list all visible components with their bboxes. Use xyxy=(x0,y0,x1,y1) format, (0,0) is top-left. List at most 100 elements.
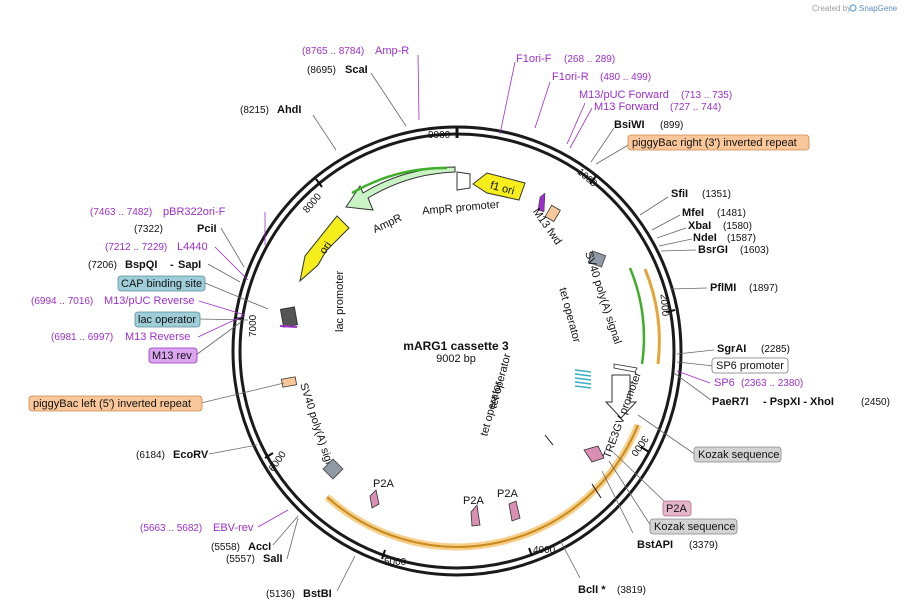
m13-rev-marker[interactable] xyxy=(279,325,298,328)
p2a-middle2-marker[interactable] xyxy=(508,500,521,522)
site-ahdi-pos: (8215) xyxy=(240,105,269,116)
p2a-left-marker[interactable] xyxy=(369,489,380,509)
site-ecorv[interactable]: EcoRV xyxy=(173,449,209,461)
site-sapi[interactable]: SapI xyxy=(178,259,201,271)
primer-pbr322-range: (7463 .. 7482) xyxy=(90,207,152,218)
site-mfei[interactable]: MfeI xyxy=(682,207,704,219)
primer-m13-fwd-range: (727 .. 744) xyxy=(670,102,721,113)
map-title: mARG1 cassette 3 xyxy=(403,339,509,353)
site-sfii-pos: (1351) xyxy=(702,189,731,200)
site-ecorv-pos: (6184) xyxy=(136,450,165,461)
site-sali[interactable]: SalI xyxy=(263,553,283,565)
ori-arrow[interactable] xyxy=(299,215,350,283)
primer-m13puc-fwd-label[interactable]: M13/pUC Forward xyxy=(579,89,669,101)
site-bstbi[interactable]: BstBI xyxy=(303,588,332,600)
site-sgrai-pos: (2285) xyxy=(761,344,790,355)
lac-operator-box[interactable]: lac operator xyxy=(134,311,201,328)
site-pspxi-xhoi[interactable]: - PspXI - XhoI xyxy=(763,396,834,408)
primer-m13puc-rev-label[interactable]: M13/pUC Reverse xyxy=(104,295,194,307)
site-sfii[interactable]: SfiI xyxy=(671,188,688,200)
sv40-left-marker[interactable] xyxy=(322,458,344,480)
site-bcli[interactable]: BclI * xyxy=(578,584,606,596)
snapgene-logo-icon xyxy=(849,4,857,12)
p2a-box[interactable]: P2A xyxy=(662,500,692,517)
map-length: 9002 bp xyxy=(436,353,476,365)
inner-line-1 xyxy=(544,434,554,446)
ampr-promoter-label: AmpR promoter xyxy=(422,199,501,218)
site-scai[interactable]: ScaI xyxy=(345,64,368,76)
piggybac-left-marker[interactable] xyxy=(280,376,298,388)
piggybac-left-box[interactable]: piggyBac left (5') inverted repeat xyxy=(28,395,203,412)
site-ndei[interactable]: NdeI xyxy=(693,232,717,244)
primer-pbr322-label[interactable]: pBR322ori-F xyxy=(163,206,226,218)
f1ori-arrow[interactable] xyxy=(472,172,526,201)
primer-sp6-range: (2363 .. 2380) xyxy=(741,378,803,389)
site-bstapi-pos: (3379) xyxy=(689,540,718,551)
primer-f1ori-r-label[interactable]: F1ori-R xyxy=(552,71,589,83)
bottom-orange-arc xyxy=(326,424,639,548)
site-acci[interactable]: AccI xyxy=(248,541,271,553)
m13-rev-box[interactable]: M13 rev xyxy=(148,347,198,364)
sp6-promoter-box[interactable]: SP6 promoter xyxy=(711,357,789,374)
tre3gv-arrow[interactable] xyxy=(604,374,638,419)
tick-label-2000: 2000 xyxy=(657,294,670,318)
inner-line-2 xyxy=(591,483,602,499)
primer-m13puc-rev-range: (6994 .. 7016) xyxy=(31,296,93,307)
site-ndei-pos: (1587) xyxy=(727,233,756,244)
primer-ampr-label[interactable]: Amp-R xyxy=(375,45,409,57)
primer-l4440-label[interactable]: L4440 xyxy=(177,241,208,253)
primer-m13-rev-label[interactable]: M13 Reverse xyxy=(125,331,190,343)
m13fwd-marker[interactable] xyxy=(537,192,546,213)
site-bspqi-sep: - xyxy=(170,259,174,271)
site-mfei-pos: (1481) xyxy=(717,208,746,219)
primer-f1ori-r-range: (480 .. 499) xyxy=(600,72,651,83)
m13-rev-label: M13 rev xyxy=(152,350,192,362)
primer-m13-fwd-label[interactable]: M13 Forward xyxy=(594,101,659,113)
credit-text: Created by xyxy=(812,4,851,13)
ampr-promoter-arrow[interactable] xyxy=(456,171,471,191)
cap-binding-box[interactable]: CAP binding site xyxy=(117,275,206,292)
right-orange-arc xyxy=(643,268,661,365)
site-bsiwi[interactable]: BsiWI xyxy=(614,119,645,131)
right-green-arc xyxy=(628,267,646,365)
sp6-promoter-marker[interactable] xyxy=(613,363,638,373)
primer-ebv-rev-range: (5663 .. 5682) xyxy=(140,523,202,534)
site-scai-pos: (8695) xyxy=(307,65,336,76)
sp6-promoter-label: SP6 promoter xyxy=(716,360,784,372)
piggybac-right-marker[interactable] xyxy=(544,204,561,223)
sv40-right-marker[interactable] xyxy=(587,250,607,268)
site-bspqi[interactable]: BspQI xyxy=(125,259,157,271)
piggybac-right-label: piggyBac right (3') inverted repeat xyxy=(632,137,797,149)
site-xbai[interactable]: XbaI xyxy=(688,220,711,232)
primer-m13puc-fwd-range: (713 .. 735) xyxy=(681,90,732,101)
tet-operator-blocks xyxy=(574,369,592,389)
site-bstapi[interactable]: BstAPI xyxy=(637,539,673,551)
kozak-box-1[interactable]: Kozak sequence xyxy=(693,446,782,463)
p2a-label-1: P2A xyxy=(373,478,394,490)
primer-ebv-rev-label[interactable]: EBV-rev xyxy=(213,522,254,534)
site-paer7i[interactable]: PaeR7I xyxy=(712,396,749,408)
primer-sp6-label[interactable]: SP6 xyxy=(714,377,735,389)
tick-label-5000: 5000 xyxy=(384,557,407,568)
site-pcii[interactable]: PciI xyxy=(197,223,217,235)
site-pflmi[interactable]: PflMI xyxy=(710,282,736,294)
tet-operator-label-3: tet operator xyxy=(478,380,504,438)
site-bsrgi[interactable]: BsrGI xyxy=(698,244,728,256)
site-pflmi-pos: (1897) xyxy=(749,283,778,294)
piggybac-right-box[interactable]: piggyBac right (3') inverted repeat xyxy=(627,134,810,151)
primer-ampr-range: (8765 .. 8784) xyxy=(302,46,364,57)
p2a-label-2: P2A xyxy=(463,495,484,507)
ampr-label: AmpR xyxy=(371,212,404,236)
piggybac-left-label: piggyBac left (5') inverted repeat xyxy=(33,398,191,410)
kozak-box-2[interactable]: Kozak sequence xyxy=(649,518,738,535)
site-pcii-pos: (7322) xyxy=(134,224,163,235)
p2a-right-marker[interactable] xyxy=(583,445,605,463)
p2a-middle-marker[interactable] xyxy=(470,504,481,527)
primer-f1ori-f-label[interactable]: F1ori-F xyxy=(516,53,552,65)
site-xbai-pos: (1580) xyxy=(723,221,752,232)
site-ahdi[interactable]: AhdI xyxy=(277,104,301,116)
kozak-label-1: Kozak sequence xyxy=(698,449,779,461)
site-sgrai[interactable]: SgrAI xyxy=(717,343,746,355)
lac-operator-marker[interactable] xyxy=(279,306,299,328)
lac-promoter-label: lac promoter xyxy=(334,271,346,332)
